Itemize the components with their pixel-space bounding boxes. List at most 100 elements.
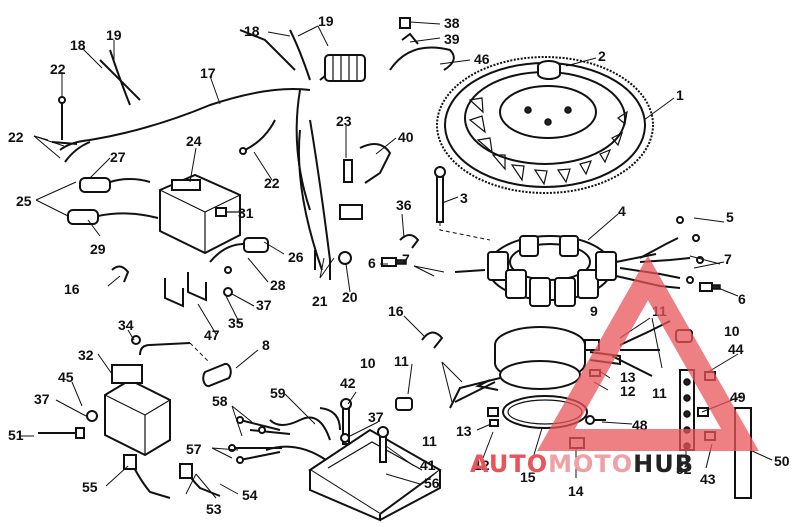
callout-8: 8: [262, 337, 270, 353]
callout-7-left: 7: [402, 251, 410, 267]
callout-25: 25: [16, 193, 32, 209]
callout-14: 14: [568, 483, 584, 499]
callout-49: 49: [730, 389, 746, 405]
sleeve-23: [343, 159, 353, 183]
callout-56: 56: [424, 475, 440, 491]
callout-24: 24: [186, 133, 202, 149]
callout-50: 50: [774, 453, 790, 469]
label-tag: [339, 204, 363, 220]
callout-3: 3: [460, 190, 468, 206]
watermark-hub: HUB: [633, 450, 694, 478]
clip-16-left: [111, 265, 130, 283]
mounting-clips: [164, 272, 207, 308]
callout-19-right: 19: [318, 13, 334, 29]
callout-38: 38: [444, 15, 460, 31]
bolt-51: [38, 427, 85, 439]
callout-37-left: 37: [34, 391, 50, 407]
callout-11-lower-right: 11: [652, 385, 667, 401]
clip-36: [399, 234, 420, 249]
condenser: [202, 362, 232, 388]
clamp-40: [359, 143, 392, 184]
clip-39: [401, 32, 419, 45]
callout-42: 42: [340, 375, 356, 391]
callout-36: 36: [396, 197, 412, 213]
callout-5: 5: [726, 209, 734, 225]
terminal-screw-right: [699, 282, 721, 292]
callout-59: 59: [270, 385, 286, 401]
power-pack: [159, 173, 241, 255]
callout-11-center: 11: [394, 353, 409, 369]
callout-22-left: 22: [8, 129, 24, 145]
watermark-triangle-icon: [537, 255, 759, 451]
callout-2: 2: [598, 48, 606, 64]
callout-22-mid: 22: [264, 175, 280, 191]
harness-boots: [67, 177, 159, 225]
callout-32: 32: [78, 347, 94, 363]
callout-37-lower: 37: [368, 409, 384, 425]
harness-connector: [324, 54, 366, 82]
callout-47: 47: [204, 327, 220, 343]
callout-28: 28: [270, 277, 286, 293]
callout-44: 44: [728, 341, 744, 357]
watermark-moto: MOTO: [548, 450, 633, 478]
callout-7-right: 7: [724, 251, 732, 267]
callout-9: 9: [590, 303, 598, 319]
callout-46: 46: [474, 51, 490, 67]
bracket-46: [389, 46, 455, 71]
callout-16-right: 16: [388, 303, 404, 319]
terminal-screw-left: [381, 257, 407, 267]
callout-21: 21: [312, 293, 328, 309]
callout-12-left: 12: [474, 457, 490, 473]
callout-18-right: 18: [244, 23, 260, 39]
clip-16-right: [421, 331, 444, 349]
flywheel-nut: [537, 60, 561, 80]
callout-27: 27: [110, 149, 126, 165]
callout-58: 58: [212, 393, 228, 409]
callout-17: 17: [200, 65, 216, 81]
spark-plug-leads: [123, 454, 221, 499]
flywheel: [436, 56, 654, 194]
callout-57: 57: [186, 441, 202, 457]
callout-13-right: 13: [620, 369, 636, 385]
watermark-auto: AUTO: [470, 450, 548, 478]
callout-20: 20: [342, 289, 358, 305]
callout-43: 43: [700, 471, 716, 487]
callout-10-left: 10: [360, 355, 376, 371]
watermark-text: AUTOMOTOHUB: [470, 450, 694, 478]
washer-37: [340, 433, 350, 443]
callout-53: 53: [206, 501, 222, 517]
callout-4: 4: [618, 203, 626, 219]
callout-23: 23: [336, 113, 352, 129]
callout-35: 35: [228, 315, 244, 331]
callout-13-left: 13: [456, 423, 472, 439]
ignition-coil: [104, 364, 171, 457]
callout-34: 34: [118, 317, 134, 333]
callout-29: 29: [90, 241, 106, 257]
timer-base: [474, 326, 621, 391]
callout-51: 51: [8, 427, 24, 443]
callout-labels: 1 2 3 4 5 6 6 7 7 8 9 10 10 11 11 11 11 …: [8, 13, 790, 517]
callout-18-left: 18: [70, 37, 86, 53]
screw-48: [585, 415, 606, 425]
callout-1: 1: [676, 87, 684, 103]
callout-6-right: 6: [738, 291, 746, 307]
callout-10-right: 10: [724, 323, 740, 339]
callout-54: 54: [242, 487, 258, 503]
callout-55: 55: [82, 479, 98, 495]
washer-37-left: [86, 410, 98, 422]
callout-52: 52: [676, 461, 692, 477]
callout-22-top: 22: [50, 61, 66, 77]
callout-39: 39: [444, 31, 460, 47]
stator: [487, 235, 657, 307]
callout-19-left: 19: [106, 27, 122, 43]
callout-41: 41: [420, 457, 436, 473]
stator-screw: [434, 166, 446, 223]
bolt-41: [377, 426, 389, 463]
callout-12-right: 12: [620, 383, 636, 399]
callout-6-left: 6: [368, 255, 376, 271]
grommet-10-left: [395, 397, 413, 411]
rectifier-regulator: [308, 428, 442, 522]
callout-15: 15: [520, 469, 536, 485]
connector-26: [209, 237, 269, 263]
